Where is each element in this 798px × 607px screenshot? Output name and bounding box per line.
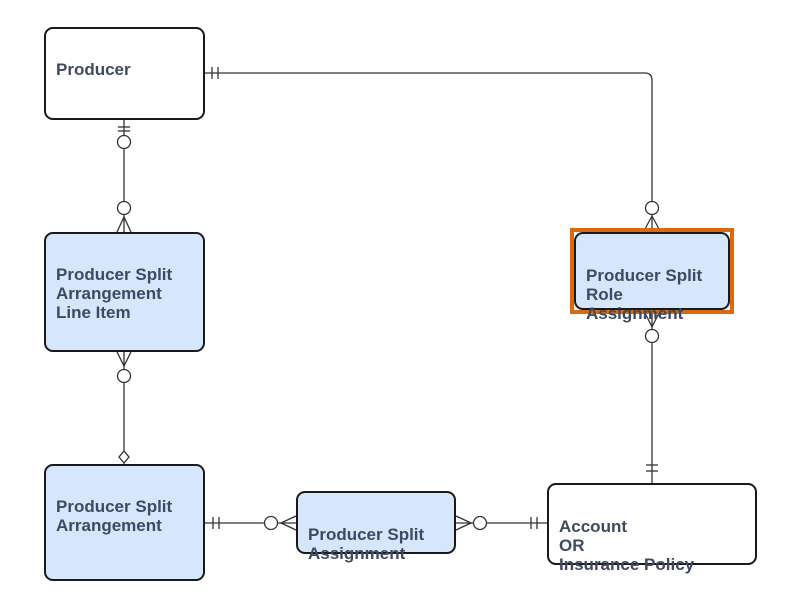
crow-foot-mark bbox=[123, 216, 132, 233]
crow-foot-mark bbox=[651, 215, 660, 230]
connector-assignment-account bbox=[455, 515, 547, 531]
entity-producer-split-arrangement-line-item[interactable]: Producer Split Arrangement Line Item bbox=[44, 232, 205, 352]
zero-circle-mark bbox=[263, 515, 279, 531]
crow-foot-mark bbox=[116, 351, 125, 367]
crow-foot-mark bbox=[116, 216, 125, 233]
connector-arrangement-assignment bbox=[205, 515, 297, 531]
zero-circle-mark bbox=[116, 200, 132, 216]
entity-producer-split-role-assignment[interactable]: Producer Split Role Assignment bbox=[574, 232, 730, 323]
entity-line-item-label: Producer Split Arrangement Line Item bbox=[56, 265, 173, 322]
crow-foot-mark bbox=[280, 515, 297, 524]
diamond-mark bbox=[118, 449, 130, 465]
zero-circle-mark bbox=[644, 328, 660, 344]
crow-foot-mark bbox=[644, 312, 653, 328]
entity-producer-label: Producer bbox=[56, 60, 131, 79]
connector-line-item-arrangement bbox=[116, 351, 132, 465]
entity-assignment-label: Producer Split Assignment bbox=[308, 525, 425, 563]
entity-role-assignment-label: Producer Split Role Assignment bbox=[586, 266, 703, 323]
entity-producer-split-assignment[interactable]: Producer Split Assignment bbox=[296, 491, 456, 563]
crow-foot-mark bbox=[280, 522, 297, 531]
entity-producer-split-arrangement[interactable]: Producer Split Arrangement bbox=[44, 464, 205, 581]
crow-foot-mark bbox=[644, 215, 653, 230]
selection-highlight-frame bbox=[570, 228, 734, 314]
entity-arrangement-label: Producer Split Arrangement bbox=[56, 497, 173, 535]
entity-producer[interactable]: Producer bbox=[44, 27, 205, 120]
zero-circle-mark bbox=[116, 134, 132, 150]
crow-foot-mark bbox=[651, 312, 660, 328]
connector-producer-role-assignment bbox=[205, 67, 660, 230]
crow-foot-mark bbox=[123, 351, 132, 367]
entity-account-or-insurance-policy[interactable]: Account OR Insurance Policy bbox=[547, 483, 757, 574]
entity-account-label: Account OR Insurance Policy bbox=[559, 517, 695, 574]
zero-circle-mark bbox=[116, 368, 132, 384]
connector-producer-line-item bbox=[116, 119, 132, 233]
crow-foot-mark bbox=[455, 522, 472, 531]
zero-circle-mark bbox=[472, 515, 488, 531]
connector-role-assignment-account bbox=[644, 312, 660, 483]
crow-foot-mark bbox=[455, 515, 472, 524]
zero-circle-mark bbox=[644, 200, 660, 216]
